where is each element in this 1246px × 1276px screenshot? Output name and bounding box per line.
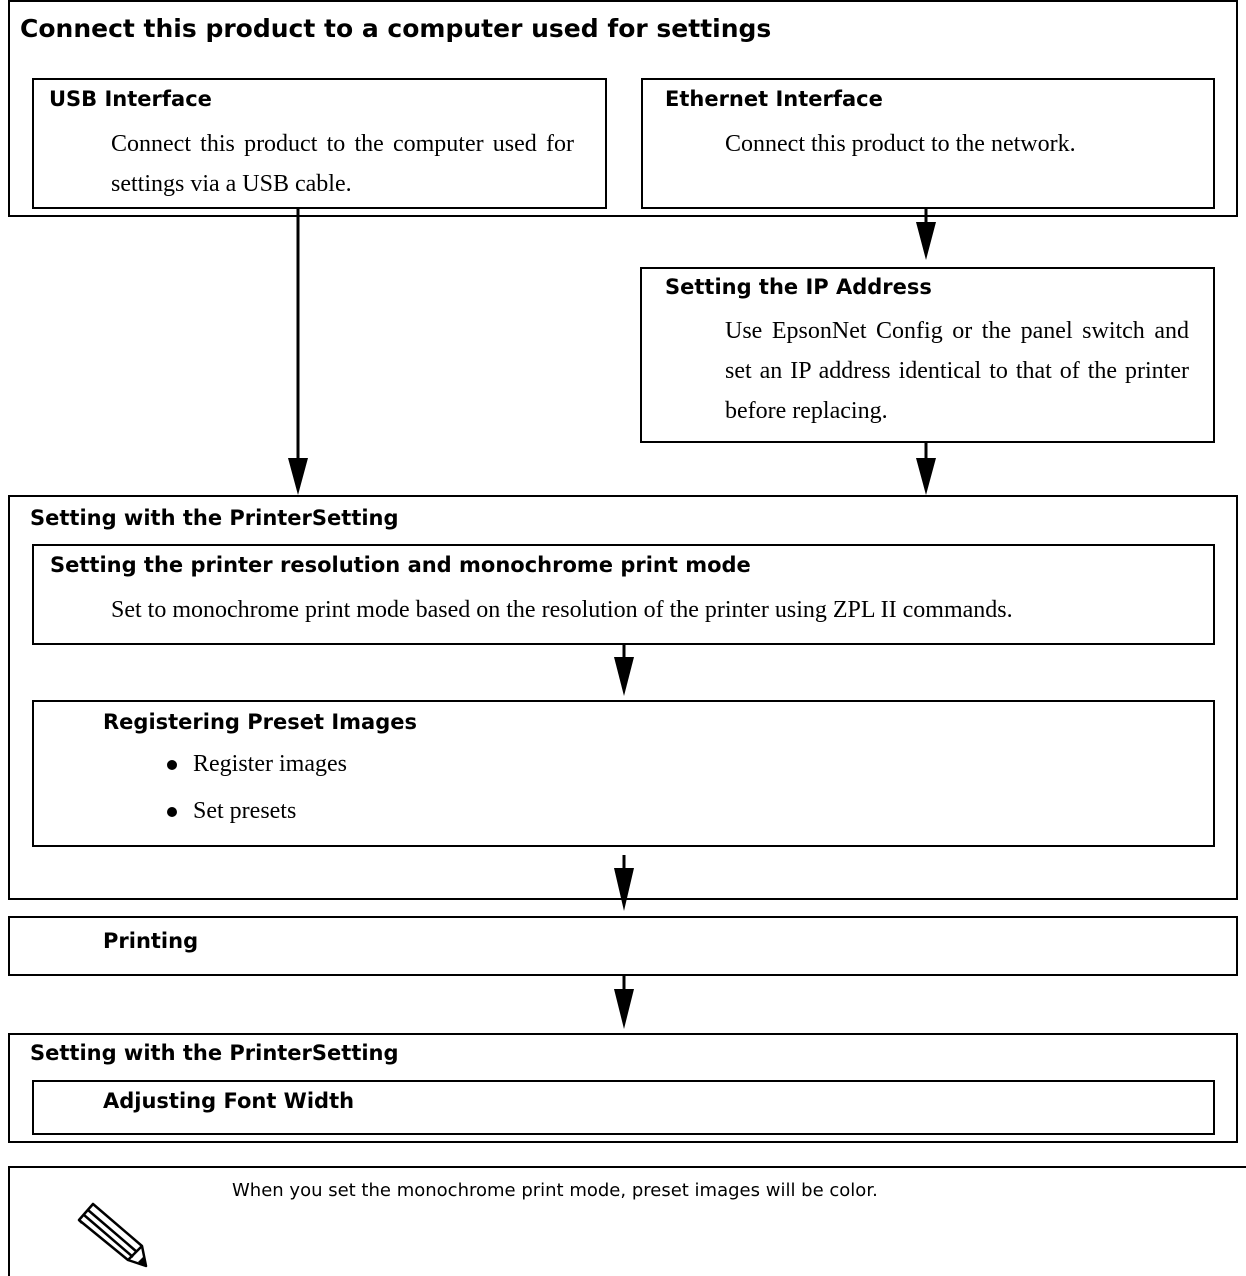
resolution-box <box>32 544 1215 645</box>
font-width-title: Adjusting Font Width <box>103 1089 355 1113</box>
arrow-head-resolution <box>614 657 634 696</box>
arrow-head-ethernet <box>916 222 936 260</box>
connect-title: Connect this product to a computer used … <box>20 14 772 43</box>
arrow-head-ip <box>916 458 936 495</box>
ethernet-interface-title: Ethernet Interface <box>665 87 883 111</box>
preset-images-list: Register images Set presets <box>165 741 347 835</box>
usb-interface-title: USB Interface <box>49 87 212 111</box>
preset-images-box <box>32 700 1215 847</box>
printer-setting-title-2: Setting with the PrinterSetting <box>30 1041 399 1065</box>
list-item: Set presets <box>165 788 347 835</box>
resolution-title: Setting the printer resolution and monoc… <box>50 553 751 577</box>
printer-setting-title-1: Setting with the PrinterSetting <box>30 506 399 530</box>
ethernet-interface-box <box>641 78 1215 209</box>
preset-images-title: Registering Preset Images <box>103 710 417 734</box>
ip-address-text: Use EpsonNet Config or the panel switch … <box>725 318 1189 424</box>
printing-box <box>8 916 1238 976</box>
arrow-head-usb <box>288 458 308 495</box>
arrow-head-printing <box>614 989 634 1029</box>
usb-interface-text: Connect this product to the computer use… <box>111 131 574 197</box>
note-box <box>8 1166 1246 1276</box>
printing-title: Printing <box>103 929 199 953</box>
resolution-text: Set to monochrome print mode based on th… <box>111 597 1013 623</box>
pencil-icon <box>77 1202 148 1268</box>
font-width-box <box>32 1080 1215 1135</box>
arrow-head-preset <box>614 868 634 911</box>
note-text: When you set the monochrome print mode, … <box>232 1180 878 1201</box>
ip-address-title: Setting the IP Address <box>665 275 932 299</box>
ip-address-box <box>640 267 1215 443</box>
usb-interface-box <box>32 78 607 209</box>
list-item: Register images <box>165 741 347 788</box>
ethernet-interface-text: Connect this product to the network. <box>725 131 1076 157</box>
